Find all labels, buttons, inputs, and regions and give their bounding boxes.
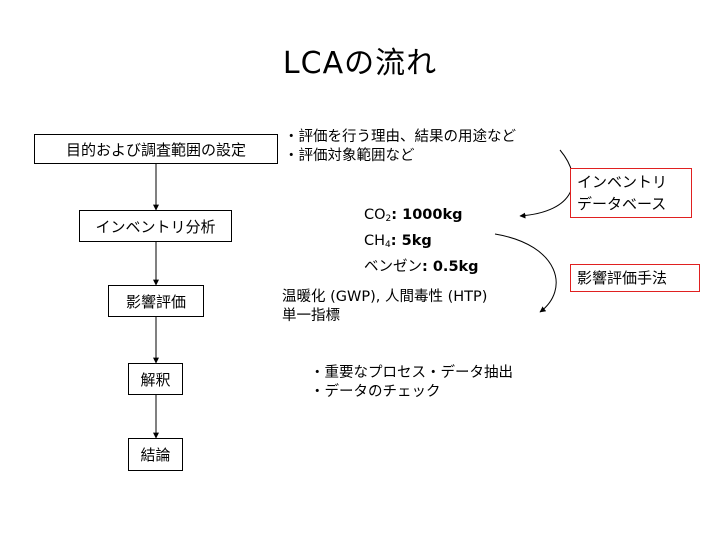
- page-title: LCAの流れ: [282, 46, 438, 81]
- step-conclusion-label: 結論: [140, 446, 171, 464]
- impact-note: 温暖化 (GWP), 人間毒性 (HTP): [282, 289, 488, 305]
- step-interpretation-label: 解釈: [140, 370, 171, 389]
- inventory-item-co2: CO2: 1000kg: [364, 207, 463, 224]
- step-inventory-analysis-label: インベントリ分析: [95, 217, 216, 236]
- interpretation-note: ・重要なプロセス・データ抽出: [310, 365, 513, 381]
- step-impact-assessment: 影響評価: [108, 285, 204, 317]
- step-impact-assessment-label: 影響評価: [125, 292, 186, 311]
- impact-note: 単一指標: [282, 308, 340, 324]
- method-curve-arrow: [494, 233, 557, 313]
- inventory-results: CO2: 1000kg CH4: 5kg ベンゼン: 0.5kg: [364, 204, 479, 278]
- goal-note: ・評価対象範囲など: [284, 148, 415, 164]
- step-interpretation: 解釈: [128, 363, 183, 395]
- interpretation-note: ・データのチェック: [310, 384, 441, 400]
- inventory-item-benzene: ベンゼン: 0.5kg: [364, 259, 479, 275]
- impact-notes: 温暖化 (GWP), 人間毒性 (HTP) 単一指標: [282, 288, 487, 326]
- step-goal-scope: 目的および調査範囲の設定: [34, 134, 278, 164]
- goal-notes: ・評価を行う理由、結果の用途など ・評価対象範囲など: [284, 128, 516, 166]
- interpretation-notes: ・重要なプロセス・データ抽出 ・データのチェック: [310, 364, 513, 402]
- inventory-item-ch4: CH4: 5kg: [364, 233, 432, 250]
- step-inventory-analysis: インベントリ分析: [79, 210, 232, 242]
- db-curve-arrow: [519, 149, 574, 219]
- inventory-database-label: インベントリ データベース: [570, 168, 692, 218]
- step-conclusion: 結論: [128, 438, 183, 471]
- goal-note: ・評価を行う理由、結果の用途など: [284, 129, 516, 145]
- impact-method-label: 影響評価手法: [570, 264, 700, 292]
- step-goal-scope-label: 目的および調査範囲の設定: [65, 140, 246, 159]
